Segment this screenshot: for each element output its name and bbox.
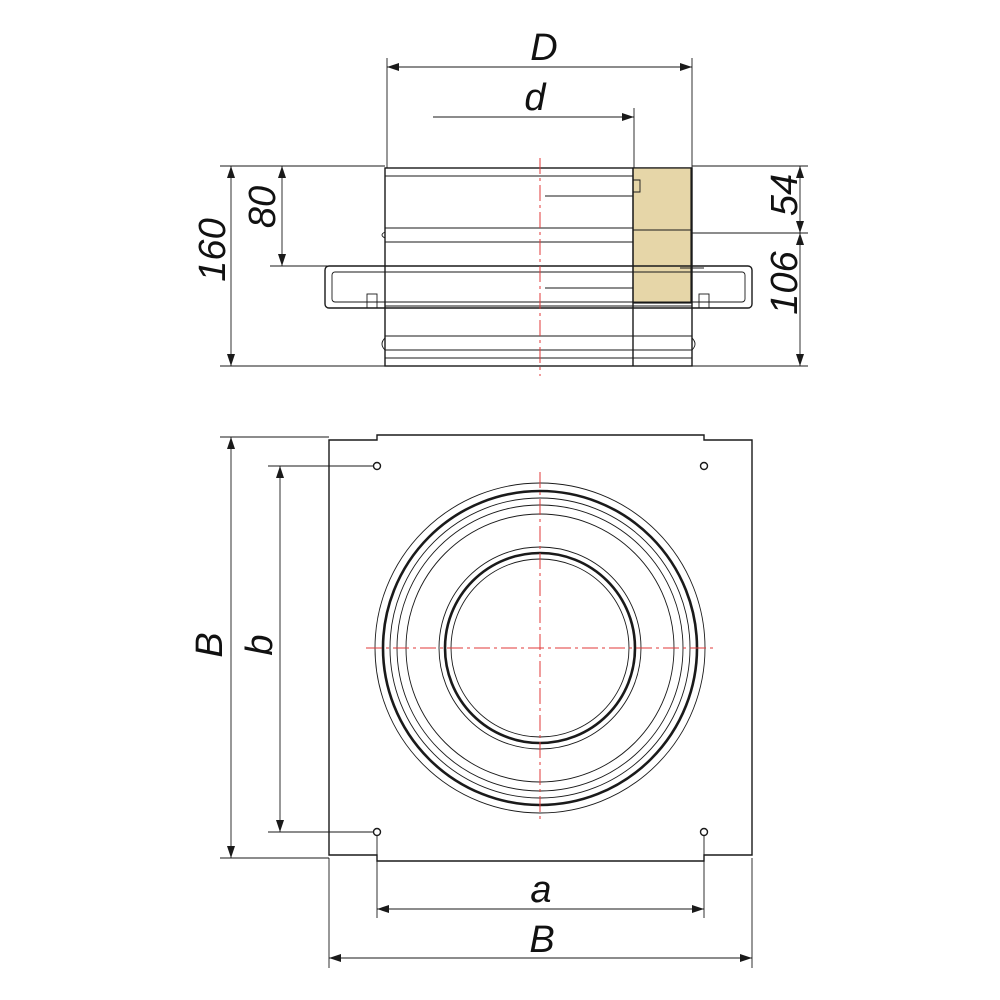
bolt-holes <box>372 461 709 837</box>
dimension-160: 160 <box>192 165 385 367</box>
dimension-label-D: D <box>530 27 557 69</box>
dimension-d: d <box>433 77 635 168</box>
dimension-label-B-vertical: B <box>189 632 231 657</box>
dimension-label-a-horizontal: a <box>530 869 551 911</box>
bolt-hole-icon <box>372 461 382 471</box>
dimension-54-106: 54 106 <box>692 165 808 367</box>
dimension-B-vertical: B <box>189 436 329 859</box>
dimension-label-B-horizontal: B <box>529 919 554 961</box>
bolt-icon <box>366 293 378 309</box>
dimension-b-vertical: b <box>239 465 374 833</box>
dimension-label-54: 54 <box>764 174 806 216</box>
bolt-hole-icon <box>372 827 382 837</box>
dimension-D: D <box>386 27 693 168</box>
dimension-80: 80 <box>242 166 385 267</box>
insulation-notch <box>633 179 641 193</box>
top-view <box>328 434 753 862</box>
bolt-hole-icon <box>699 461 709 471</box>
side-view <box>324 158 753 376</box>
dimension-label-106: 106 <box>764 250 806 314</box>
dimension-B-horizontal: B <box>328 858 753 968</box>
bolt-icon <box>698 293 710 309</box>
pipe-outline <box>384 167 693 367</box>
dimension-a-horizontal: a <box>376 836 705 918</box>
dimension-label-d: d <box>524 77 547 119</box>
insulation-section <box>632 167 692 304</box>
dimension-label-b-vertical: b <box>239 634 281 655</box>
mounting-bracket <box>324 265 753 309</box>
dimension-label-80: 80 <box>242 186 284 228</box>
dimension-label-160: 160 <box>192 218 234 281</box>
bolt-hole-icon <box>699 827 709 837</box>
